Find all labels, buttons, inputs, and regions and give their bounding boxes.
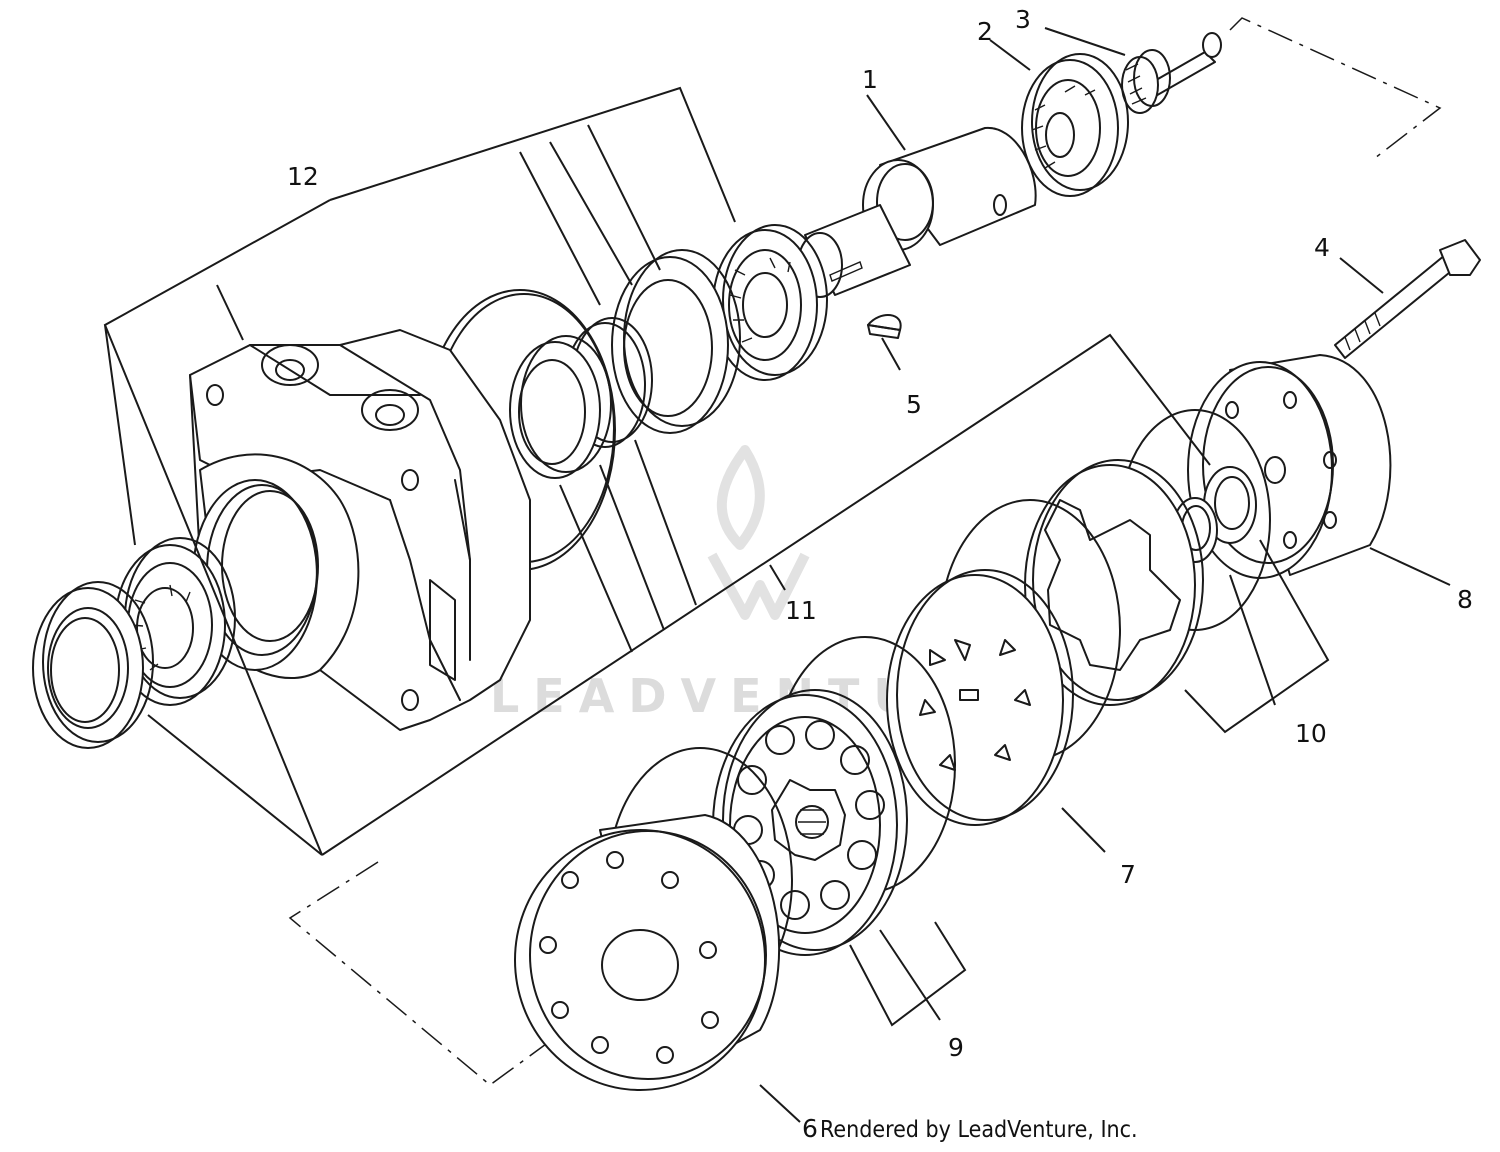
part-4-cap-screw [1334, 239, 1481, 359]
callout-1: 1 [862, 65, 878, 94]
part-8-end-cover [1187, 354, 1392, 579]
seal-rings [509, 249, 741, 479]
callout-7: 7 [1120, 860, 1136, 889]
part-12-housing [189, 329, 531, 731]
part-1-drive-shaft [797, 126, 1037, 298]
callout-5: 5 [906, 390, 922, 419]
callout-12: 12 [287, 162, 319, 191]
callout-8: 8 [1457, 585, 1473, 614]
part-5-woodruff-key [867, 314, 902, 339]
part-2-drive-gear [1021, 53, 1129, 197]
render-credit: Rendered by LeadVenture, Inc. [820, 1117, 1138, 1143]
callout-4: 4 [1314, 233, 1330, 262]
commutator-plate [1024, 459, 1204, 706]
part-6-wear-plate [514, 747, 793, 1091]
callout-11: 11 [785, 596, 817, 625]
callout-labels: 1 2 3 4 5 6 7 8 9 10 11 12 [287, 5, 1473, 1143]
callout-6: 6 [802, 1114, 818, 1143]
callout-10: 10 [1295, 719, 1327, 748]
leader-lines [103, 27, 1451, 1123]
callout-2: 2 [977, 17, 993, 46]
centerline [288, 17, 1442, 1086]
part-7-valve-plate [886, 499, 1121, 826]
part-3-pinion-shaft [1121, 32, 1222, 114]
front-shaft-seal [32, 581, 154, 749]
callout-3: 3 [1015, 5, 1031, 34]
callout-9: 9 [948, 1033, 964, 1062]
